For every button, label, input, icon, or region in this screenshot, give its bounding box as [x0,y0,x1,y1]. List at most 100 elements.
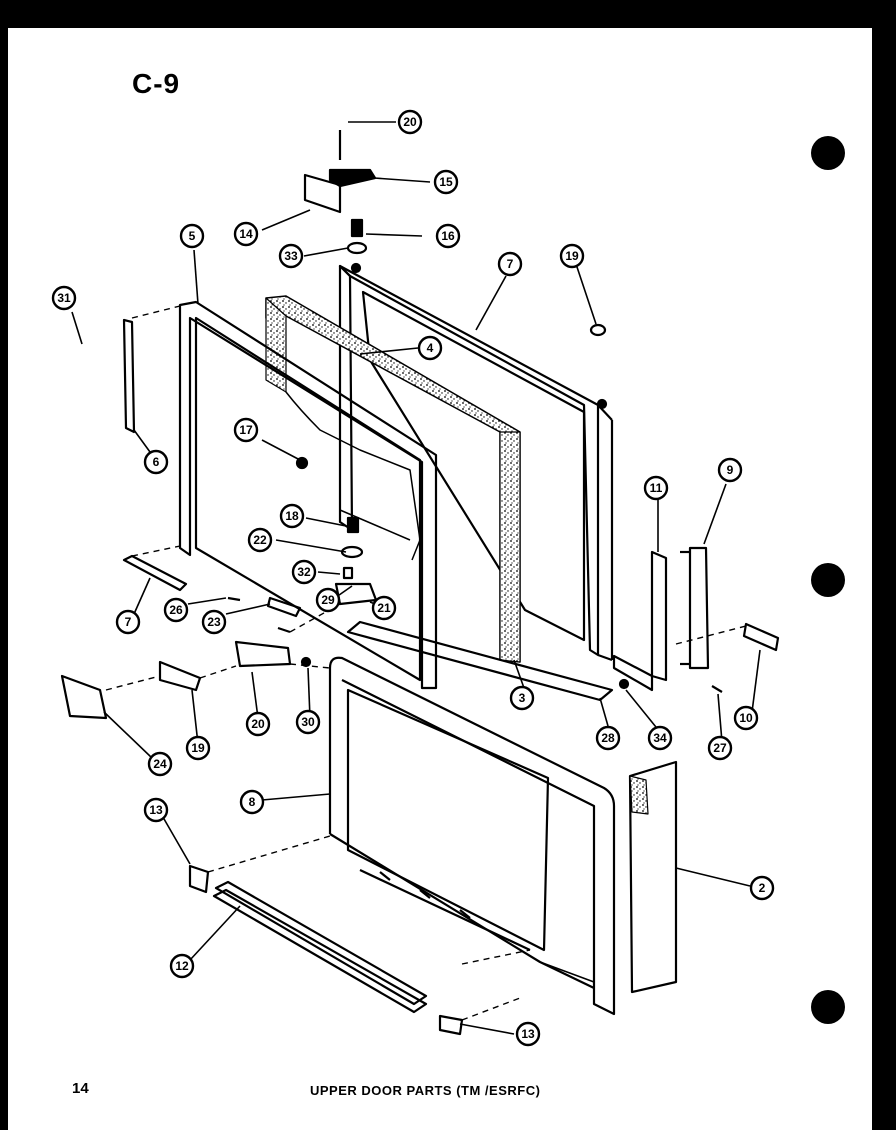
callout-circle [143,797,169,823]
callout-label: 20 [403,115,417,129]
callout-label: 21 [377,601,391,615]
callout-label: 14 [239,227,253,241]
callout-6: 6 [143,449,169,475]
callout-label: 15 [439,175,453,189]
callout-15: 15 [433,169,459,195]
callout-circle [185,735,211,761]
door-handle-assembly [612,546,780,693]
callout-34: 34 [647,725,673,751]
callout-24: 24 [147,751,173,777]
binder-hole-bottom [811,990,845,1024]
bottom-hinge-assembly [60,640,312,720]
callout-12: 12 [169,953,195,979]
callout-circle [417,335,443,361]
callout-label: 8 [249,795,256,809]
callout-circle [233,221,259,247]
callout-33: 33 [278,243,304,269]
trim-strip-left [122,318,136,434]
callout-27: 27 [707,735,733,761]
binder-hole-middle [811,563,845,597]
callout-circle [291,559,317,585]
callout-label: 19 [191,741,205,755]
callout-circle [707,735,733,761]
callout-label: 33 [284,249,298,263]
callout-label: 30 [301,715,315,729]
inner-door-liner [328,656,616,1016]
callout-label: 11 [650,481,663,495]
callout-label: 27 [713,741,727,755]
callout-23: 23 [201,609,227,635]
callout-19: 19 [185,735,211,761]
assembly-lines [105,305,747,1021]
callout-label: 28 [601,731,615,745]
callout-label: 29 [321,593,335,607]
callout-label: 5 [189,229,196,243]
callout-circle [559,243,585,269]
callout-circle [435,223,461,249]
callout-circle [643,475,669,501]
callout-label: 13 [149,803,163,817]
callout-label: 13 [521,1027,535,1041]
callout-circle [169,953,195,979]
callout-label: 10 [739,711,753,725]
callout-label: 2 [759,881,766,895]
callout-label: 22 [253,533,267,547]
callout-label: 24 [153,757,167,771]
callout-26: 26 [163,597,189,623]
callout-16: 16 [435,223,461,249]
callout-10: 10 [733,705,759,731]
callout-circle [717,457,743,483]
callout-label: 16 [441,229,455,243]
callout-32: 32 [291,559,317,585]
callout-label: 7 [507,257,514,271]
callout-label: 7 [125,615,132,629]
callout-label: 23 [207,615,221,629]
callout-circle [239,789,265,815]
breaker-frame [178,300,438,690]
callout-30: 30 [295,709,321,735]
callout-circle [245,711,271,737]
callout-7: 7 [115,609,141,635]
callout-label: 20 [251,717,265,731]
page-code: C-9 [132,68,181,99]
callout-circle [315,587,341,613]
callout-label: 32 [297,565,311,579]
callout-circle [397,109,423,135]
callout-18: 18 [279,503,305,529]
callout-circle [201,609,227,635]
callout-7: 7 [497,251,523,277]
callout-circle [147,751,173,777]
callout-label: 9 [727,463,734,477]
callout-9: 9 [717,457,743,483]
callout-20: 20 [245,711,271,737]
callout-13: 13 [515,1021,541,1047]
callout-17: 17 [233,417,259,443]
callout-label: 6 [153,455,160,469]
plug-cap [589,323,607,337]
callout-circle [497,251,523,277]
callout-label: 18 [285,509,299,523]
callout-5: 5 [179,223,205,249]
callout-circle [179,223,205,249]
callout-29: 29 [315,587,341,613]
callout-31: 31 [51,285,77,311]
callout-20: 20 [397,109,423,135]
callout-label: 31 [57,291,71,305]
callout-circle [143,449,169,475]
page-caption: UPPER DOOR PARTS (TM /ESRFC) [310,1083,541,1098]
leader-lines [71,121,761,1035]
callout-21: 21 [371,595,397,621]
callout-4: 4 [417,335,443,361]
callout-label: 4 [427,341,434,355]
callout-label: 34 [653,731,667,745]
callout-28: 28 [595,725,621,751]
foam-insulation [265,295,521,663]
callout-circle [595,725,621,751]
callout-circle [278,243,304,269]
callout-2: 2 [749,875,775,901]
callout-circle [51,285,77,311]
callout-circle [647,725,673,751]
callout-14: 14 [233,221,259,247]
